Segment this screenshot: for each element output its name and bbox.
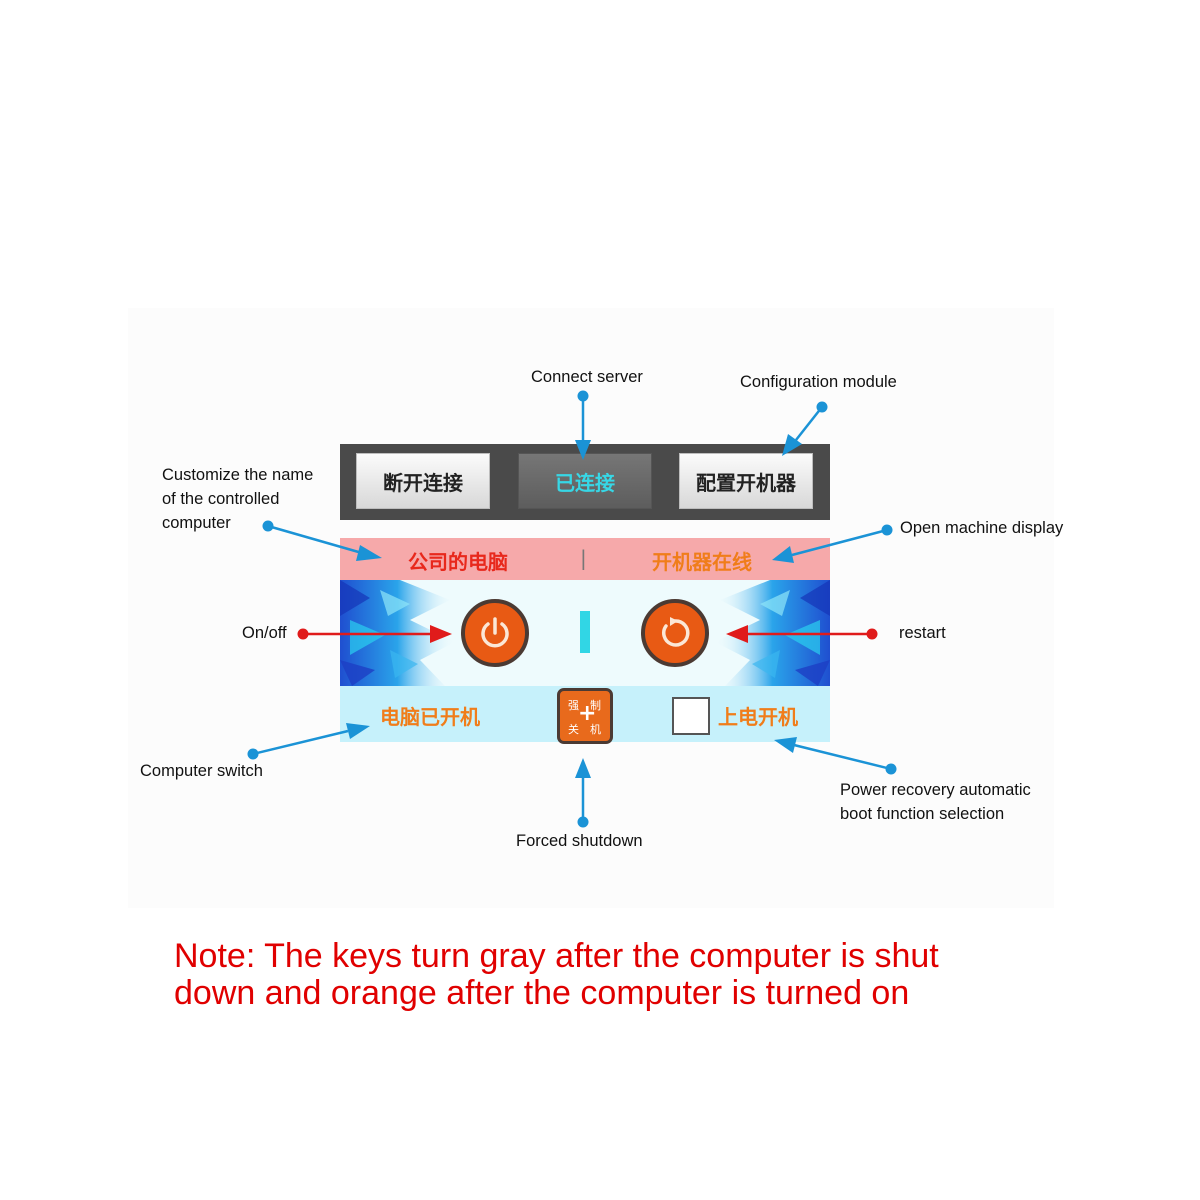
connected-button[interactable]: 已连接	[518, 453, 652, 509]
status-separator: |	[580, 546, 587, 570]
label-on-off: On/off	[242, 624, 287, 642]
computer-state-text: 电脑已开机	[380, 705, 480, 729]
label-customize-name: Customize the name of the controlled com…	[162, 466, 314, 532]
status-indicator-bar	[580, 611, 590, 653]
label-connect-server: Connect server	[531, 368, 643, 386]
restart-icon	[662, 617, 690, 647]
label-forced-shutdown: Forced shutdown	[516, 832, 643, 850]
restart-button[interactable]	[641, 599, 709, 667]
label-open-machine-display: Open machine display	[900, 519, 1064, 537]
note-text: Note: The keys turn gray after the compu…	[174, 937, 939, 1012]
force-char-4: 机	[590, 723, 601, 736]
force-shutdown-button[interactable]: 强 制 + 关 机	[557, 688, 613, 744]
force-shutdown-icon: +	[578, 701, 597, 726]
label-computer-switch: Computer switch	[140, 762, 263, 780]
force-char-1: 强	[568, 699, 579, 712]
force-char-2: 制	[590, 699, 601, 712]
label-restart: restart	[899, 624, 946, 642]
configure-device-button[interactable]: 配置开机器	[679, 453, 813, 509]
power-button[interactable]	[461, 599, 529, 667]
power-on-label: 上电开机	[718, 705, 798, 729]
power-recovery-checkbox[interactable]	[672, 697, 710, 735]
label-power-recovery: Power recovery automatic boot function s…	[840, 781, 1031, 823]
device-online-status: 开机器在线	[652, 550, 752, 574]
force-char-3: 关	[568, 723, 579, 736]
status-bar: 公司的电脑 | 开机器在线	[340, 538, 830, 580]
crystal-pattern	[340, 580, 830, 686]
computer-name[interactable]: 公司的电脑	[408, 550, 508, 574]
power-icon	[481, 617, 509, 648]
label-configuration-module: Configuration module	[740, 373, 897, 391]
disconnect-button[interactable]: 断开连接	[356, 453, 490, 509]
